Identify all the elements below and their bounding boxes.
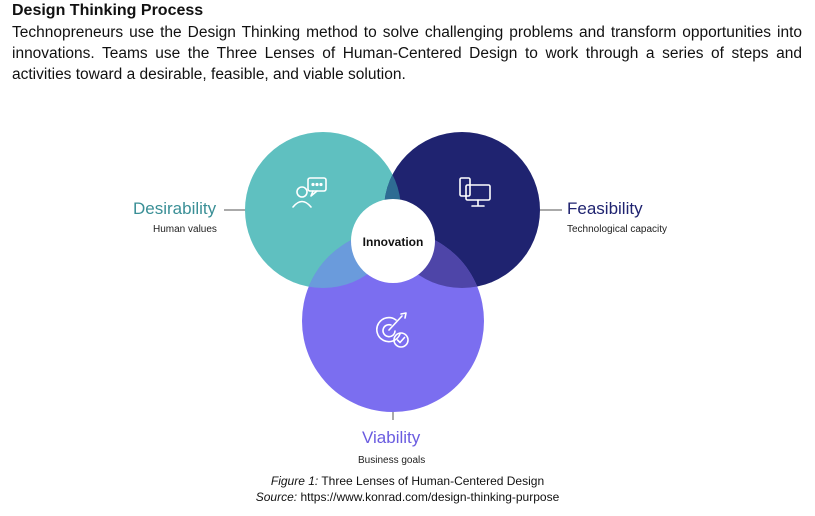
- source-caption-text: https://www.konrad.com/design-thinking-p…: [297, 490, 560, 504]
- section-heading: Design Thinking Process: [12, 2, 204, 19]
- viability-title: Viability: [362, 428, 421, 447]
- overlap-desirability-viability: [302, 230, 401, 288]
- computer-monitor-icon: [459, 177, 491, 207]
- innovation-label: Innovation: [362, 235, 424, 249]
- innovation-center-circle: [351, 199, 435, 283]
- source-caption: Source: https://www.konrad.com/design-th…: [0, 490, 815, 504]
- overlap-feasibility-viability: [384, 230, 484, 288]
- figure-caption: Figure 1: Three Lenses of Human-Centered…: [0, 474, 815, 488]
- intro-paragraph: Technopreneurs use the Design Thinking m…: [12, 24, 802, 83]
- figure-caption-text: Three Lenses of Human-Centered Design: [318, 474, 545, 488]
- figure-caption-label: Figure 1:: [270, 474, 319, 488]
- people-chat-icon: [292, 177, 327, 208]
- desirability-subtitle: Human values: [153, 224, 217, 235]
- source-caption-label: Source:: [255, 490, 298, 504]
- desirability-title: Desirability: [133, 199, 217, 218]
- feasibility-subtitle: Technological capacity: [567, 224, 668, 235]
- target-check-icon: [376, 312, 409, 348]
- feasibility-title: Feasibility: [567, 199, 643, 218]
- viability-subtitle: Business goals: [358, 455, 426, 466]
